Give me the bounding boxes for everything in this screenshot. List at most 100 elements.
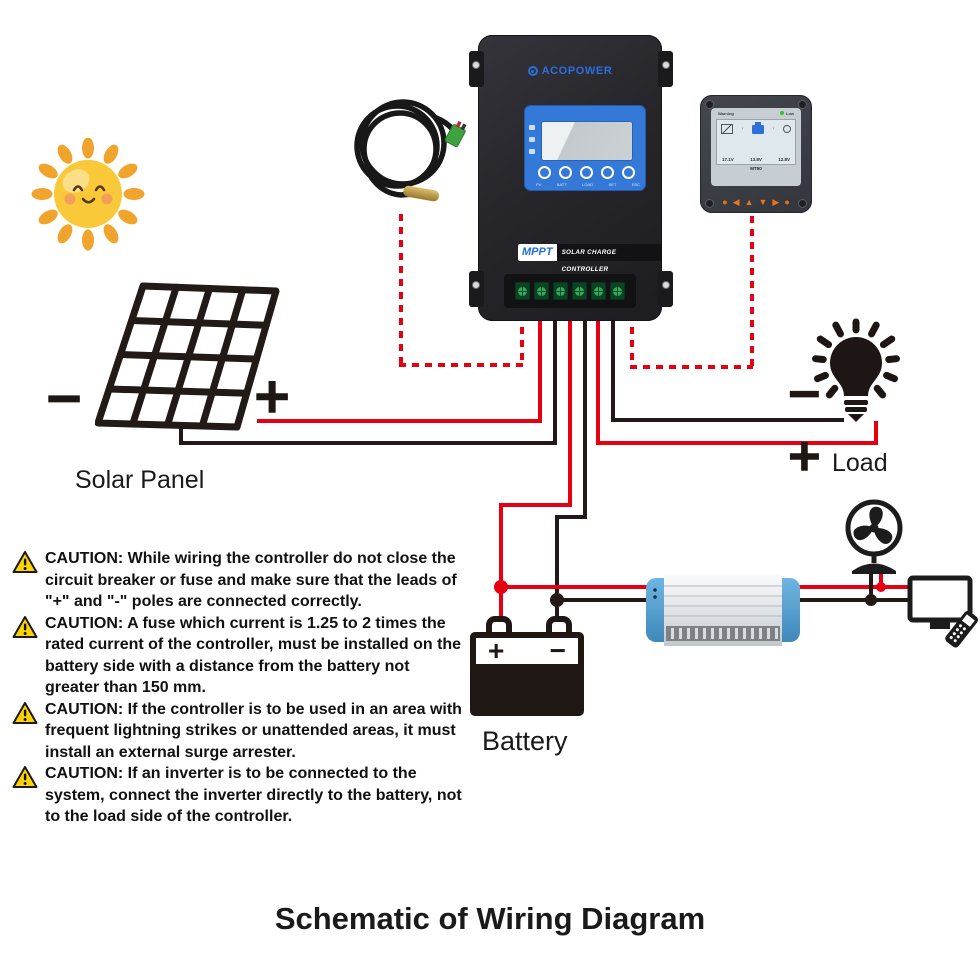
caution-text: CAUTION: A fuse which current is 1.25 to… [45,614,462,697]
solar-panel-icon [95,282,280,431]
set-button[interactable] [601,166,614,179]
load-button-label: LOAD [582,182,594,187]
screw-icon [705,199,714,208]
load-negative-wire-v [611,314,615,422]
load-positive-wire-up [874,421,878,445]
load-minus-sign: − [785,368,823,419]
pv-reading: 17.1V [722,157,734,162]
remote-meter-dashed-wire-v [750,216,754,368]
fan-negative-junction-dot [865,594,877,606]
screw-icon [662,281,670,289]
mount-ear [658,51,673,87]
brand-logo: ACOPOWER [478,65,662,77]
temp-sensor-dashed-wire-stub [520,314,524,366]
battery-reading: 13.8V [750,157,762,162]
warning-triangle-icon [12,551,38,573]
terminal-screw [591,282,606,300]
temp-sensor-connector [444,120,467,148]
screw-icon [662,61,670,69]
caution-text: CAUTION: If an inverter is to be connect… [45,765,462,825]
solar-panel-label: Solar Panel [75,466,205,494]
screw-icon [798,100,807,109]
load-label: Load [832,449,888,477]
caution-item: CAUTION: A fuse which current is 1.25 to… [12,613,468,699]
caution-item: CAUTION: If the controller is to be used… [12,699,468,764]
load-negative-wire-h [611,418,844,422]
esc-button[interactable]: ● [784,197,790,207]
warning-triangle-icon [12,615,38,638]
set-button-label: SET [608,182,617,187]
caution-text: CAUTION: While wiring the controller do … [45,550,457,610]
fan-icon [845,499,903,574]
battery-icon [751,121,764,134]
screw-icon [705,100,714,109]
pv-icon [721,124,733,134]
right-button[interactable]: ▶ [772,197,780,207]
left-button[interactable]: ◀ [732,197,740,207]
battery-plus-sign: + [488,635,505,666]
pv-button[interactable] [538,166,551,179]
lcd-panel: PV BATT LOAD SET ESC [524,105,646,191]
pv-negative-wire-stub [179,427,183,445]
temp-sensor-probe [403,185,440,202]
mppt-badge-label: SOLAR CHARGE CONTROLLER [556,244,662,273]
pv-positive-wire-h [257,419,542,423]
warning-label: Warning [718,111,734,116]
warning-triangle-icon [12,766,38,788]
screw-icon [472,281,480,289]
mount-ear [469,51,484,87]
lcd-screen [542,122,632,160]
batt-button-label: BATT [556,182,567,187]
up-button[interactable]: ▲ [744,197,754,207]
mppt-badge: MPPT SOLAR CHARGE CONTROLLER [518,244,662,273]
temp-sensor-cable [354,99,467,202]
terminal-screw [553,282,568,300]
pv-negative-wire-v [553,314,557,445]
pv-positive-wire-v [538,314,542,423]
remote-meter-model: MT50 [750,166,762,171]
remote-control-icon [945,610,979,648]
arrow-icon: › [772,126,775,132]
esc-button-label: ESC [631,182,640,187]
battery-body: + − [470,632,584,716]
load-status-icon [529,149,535,154]
pv-status-icon [529,125,535,130]
charge-controller: ACOPOWER PV BATT LOAD SET ESC [469,35,673,321]
remote-meter: Warning Low › › 17.1V 13.8V 12.8V MT50 [700,95,812,213]
battery-minus-sign: − [549,635,566,666]
page-title: Schematic of Wiring Diagram [274,901,706,936]
terminal-screw [572,282,587,300]
warning-triangle-icon [12,701,38,724]
terminal-screw [515,282,530,300]
sun-icon [31,138,145,251]
mount-ear [469,271,484,307]
arrow-icon: › [741,126,744,132]
caution-item: CAUTION: While wiring the controller do … [12,548,468,613]
fan-positive-wire [879,565,883,587]
pv-negative-wire-h [179,441,557,445]
load-bulb-icon [812,318,900,422]
solar-plus-sign: + [251,368,293,424]
terminal-block [504,274,636,308]
load-reading: 12.8V [778,157,790,162]
battery-negative-wire-v1 [583,314,587,519]
temp-sensor-dashed-wire-h [399,363,524,367]
terminal-screw [534,282,549,300]
esc-button[interactable] [622,166,635,179]
battery-positive-wire-v1 [568,314,572,507]
green-led-icon [780,111,784,115]
battery-label: Battery [482,726,568,756]
caution-list: CAUTION: While wiring the controller do … [12,548,468,828]
down-button[interactable]: ▼ [758,197,768,207]
ok-button[interactable]: ● [722,197,728,207]
load-button[interactable] [580,166,593,179]
controller-button-labels: PV BATT LOAD SET ESC [536,182,640,187]
remote-meter-buttons: ● ◀ ▲ ▼ ▶ ● [700,198,812,207]
mount-ear [658,271,673,307]
load-plus-sign: + [785,430,823,481]
caution-text: CAUTION: If the controller is to be used… [45,700,462,761]
lcd-status-icons [529,125,535,154]
batt-button[interactable] [559,166,572,179]
inverter-icon [646,574,800,646]
